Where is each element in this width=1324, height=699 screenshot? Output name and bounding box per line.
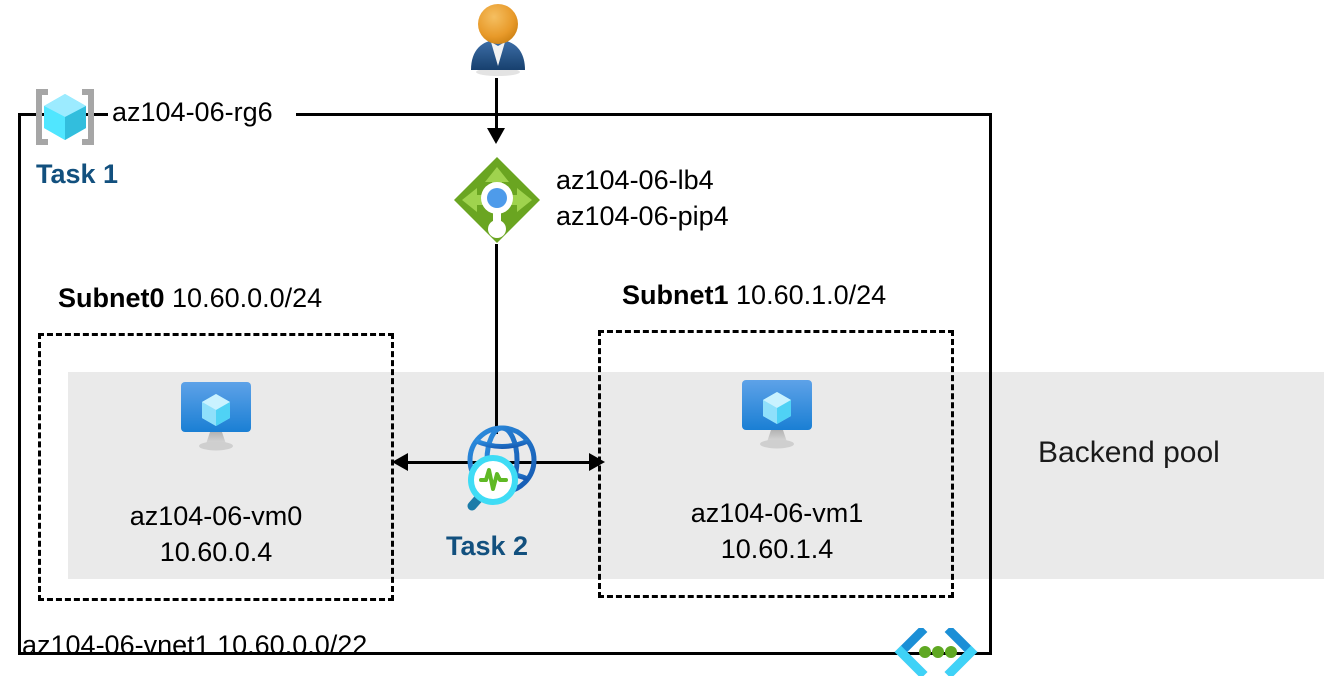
subnet-connector-right [495,461,595,464]
subnet-connector-arrowhead-left [392,453,408,471]
task-1-label: Task 1 [36,159,119,189]
subnet0-cidr: 10.60.0.0/24 [172,283,323,313]
virtual-machine-icon [177,380,255,452]
resource-group-name: az104-06-rg6 [112,97,273,127]
vm1-labels: az104-06-vm1 10.60.1.4 [671,495,883,567]
virtual-machine-icon [738,378,816,450]
vnet-label: az104-06-vnet1 10.60.0.0/22 [22,630,368,660]
network-watcher-icon [455,418,547,518]
user-icon [463,2,533,78]
backend-pool-label: Backend pool [1038,436,1220,469]
vm0-name: az104-06-vm0 [129,501,303,531]
subnet1-title: Subnet1 10.60.1.0/24 [622,280,886,311]
user-to-lb-connector [495,78,498,134]
backend-pool-band [68,372,1324,579]
load-balancer-icon [452,155,542,251]
load-balancer-name: az104-06-lb4 [556,165,714,195]
task-2-label: Task 2 [446,531,529,561]
resource-group-border-top-right [296,113,992,116]
resource-group-icon [28,86,102,148]
vm0-ip: 10.60.0.4 [159,537,273,567]
load-balancer-labels: az104-06-lb4 az104-06-pip4 [556,162,729,234]
subnet-connector-left [403,461,501,464]
public-ip-name: az104-06-pip4 [556,201,729,231]
subnet-connector-arrowhead-right [589,453,605,471]
resource-group-border-right [989,113,992,655]
subnet0-title: Subnet0 10.60.0.0/24 [58,283,322,314]
resource-group-border-left [18,113,21,655]
lb-to-network-watcher-connector [495,244,498,434]
user-to-lb-arrowhead [487,128,505,144]
subnet1-name: Subnet1 [622,280,729,310]
vm1-ip: 10.60.1.4 [720,534,834,564]
subnet0-name: Subnet0 [58,283,165,313]
virtual-network-icon [893,625,979,679]
resource-group-border-bottom [18,652,992,655]
subnet1-cidr: 10.60.1.0/24 [736,280,887,310]
vm1-name: az104-06-vm1 [690,498,864,528]
vm0-labels: az104-06-vm0 10.60.0.4 [110,498,322,570]
